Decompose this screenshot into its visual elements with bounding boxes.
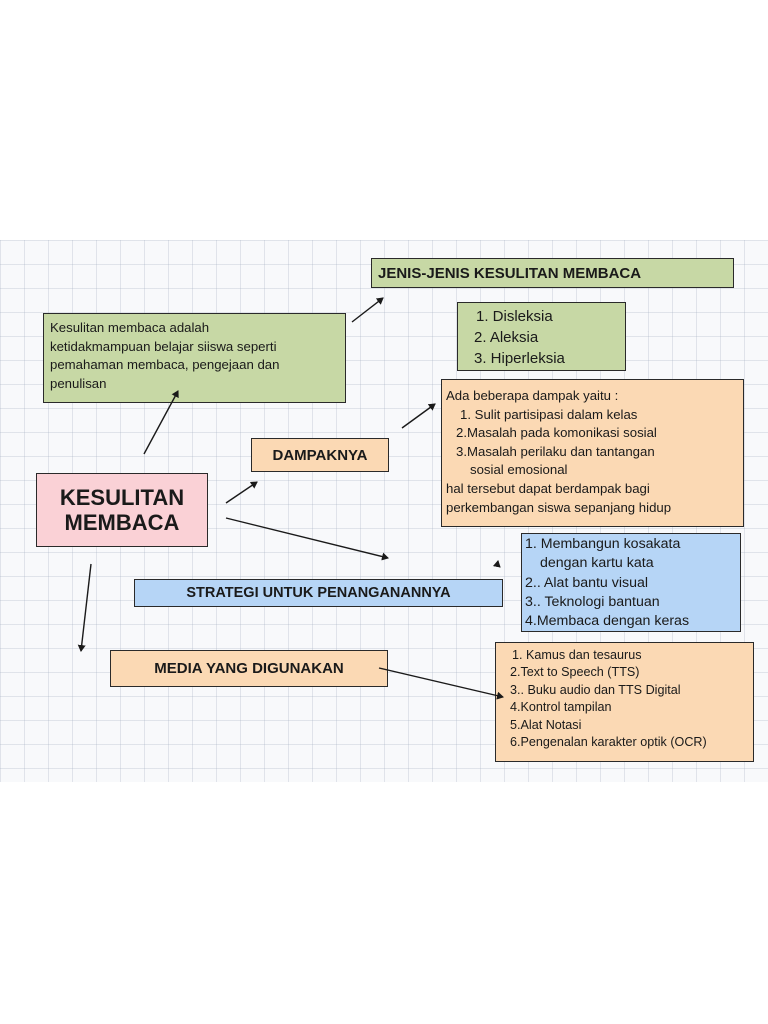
media-item: 5.Alat Notasi: [510, 717, 582, 732]
media-list-box: 1. Kamus dan tesaurus 2.Text to Speech (…: [495, 642, 754, 762]
types-item: 1. Disleksia: [476, 308, 553, 325]
media-item: 4.Kontrol tampilan: [510, 700, 612, 715]
impact-item: 1. Sulit partisipasi dalam kelas: [460, 406, 638, 422]
impact-title-box: DAMPAKNYA: [251, 438, 389, 472]
media-title: MEDIA YANG DIGUNAKAN: [154, 660, 344, 677]
strategy-title-box: STRATEGI UNTUK PENANGANANNYA: [134, 579, 503, 607]
strategy-item: 3.. Teknologi bantuan: [525, 593, 660, 610]
media-item: 1. Kamus dan tesaurus: [512, 648, 642, 662]
types-title: JENIS-JENIS KESULITAN MEMBACA: [378, 264, 642, 282]
arrow-impact-to-details: [401, 403, 436, 429]
definition-line: ketidakmampuan belajar siiswa seperti: [50, 338, 277, 354]
impact-item: sosial emosional: [470, 462, 568, 478]
media-item: 2.Text to Speech (TTS): [510, 665, 640, 680]
media-item: 3.. Buku audio dan TTS Digital: [510, 682, 681, 697]
impact-closing: hal tersebut dapat berdampak bagi: [446, 480, 650, 496]
arrow-center-to-definition: [143, 390, 179, 455]
arrow-center-to-strategy: [225, 517, 389, 561]
center-topic-box: KESULITAN MEMBACA: [36, 473, 208, 547]
types-item: 2. Aleksia: [474, 329, 539, 346]
strategy-item: 2.. Alat bantu visual: [525, 574, 649, 591]
arrow-center-to-media: [77, 563, 92, 652]
definition-box: Kesulitan membaca adalah ketidakmampuan …: [43, 313, 346, 403]
arrow-center-to-impact: [225, 481, 258, 504]
impact-closing: perkembangan siswa sepanjang hidup: [446, 499, 672, 515]
impact-item: 2.Masalah pada komonikasi sosial: [456, 425, 657, 441]
strategy-item: dengan kartu kata: [540, 555, 654, 572]
impact-title: DAMPAKNYA: [272, 446, 368, 464]
strategy-item: 1. Membangun kosakata: [525, 536, 681, 552]
center-title-line: KESULITAN: [59, 485, 185, 510]
arrow-strategy-to-list: [492, 560, 501, 568]
impact-item: 3.Masalah perilaku dan tantangan: [456, 443, 655, 459]
media-title-box: MEDIA YANG DIGUNAKAN: [110, 650, 388, 687]
impact-intro: Ada beberapa dampak yaitu :: [446, 388, 619, 403]
definition-line: Kesulitan membaca adalah: [50, 320, 210, 335]
types-title-box: JENIS-JENIS KESULITAN MEMBACA: [371, 258, 734, 288]
center-title-line: MEMBACA: [64, 510, 180, 535]
definition-line: penulisan: [50, 375, 107, 391]
arrow-definition-to-types: [351, 297, 384, 323]
arrow-media-to-list: [378, 667, 504, 700]
strategy-list-box: 1. Membangun kosakata dengan kartu kata …: [521, 533, 741, 632]
types-list-box: 1. Disleksia 2. Aleksia 3. Hiperleksia: [457, 302, 626, 371]
impact-details-box: Ada beberapa dampak yaitu : 1. Sulit par…: [441, 379, 744, 527]
types-item: 3. Hiperleksia: [474, 350, 565, 367]
strategy-item: 4.Membaca dengan keras: [525, 613, 690, 630]
strategy-title: STRATEGI UNTUK PENANGANANNYA: [186, 585, 451, 601]
media-item: 6.Pengenalan karakter optik (OCR): [510, 735, 707, 750]
definition-line: pemahaman membaca, pengejaan dan: [50, 357, 280, 372]
